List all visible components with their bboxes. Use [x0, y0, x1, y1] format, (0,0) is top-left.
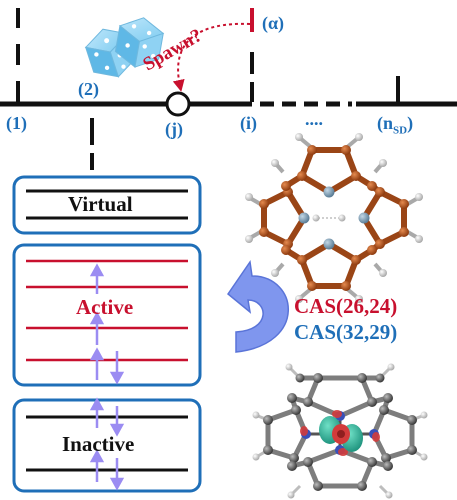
label-nsd-main: (n — [377, 113, 394, 133]
label-determinant-j: (j) — [165, 119, 183, 139]
label-determinant-i: (i) — [240, 113, 257, 133]
active-panel — [12, 243, 202, 387]
determinant-j-node — [165, 91, 191, 117]
label-active: Active — [76, 295, 134, 319]
porphyrin-molecule-top — [245, 133, 423, 303]
curved-arrow-icon — [226, 259, 289, 353]
label-nsd-close: ) — [407, 113, 414, 133]
spawn-arrow — [172, 22, 251, 92]
dice-icon — [84, 17, 165, 78]
label-virtual: Virtual — [68, 192, 133, 216]
label-cas-primary: CAS(26,24) — [294, 294, 398, 318]
label-determinant-nsd: (nSD) — [377, 114, 413, 137]
orbital-lobes — [319, 416, 363, 452]
label-inactive: Inactive — [62, 432, 135, 456]
determinant-ticks — [16, 8, 400, 170]
label-determinant-alpha: (α) — [262, 13, 285, 33]
label-determinant-1: (1) — [6, 113, 27, 133]
label-determinant-2: (2) — [78, 79, 99, 99]
label-cas-secondary: CAS(32,29) — [294, 320, 398, 344]
active-electrons — [89, 263, 125, 385]
label-nsd-subscript: SD — [393, 124, 408, 137]
metalloporphyrin-molecule-bottom — [252, 363, 428, 499]
inactive-panel — [12, 397, 202, 493]
inactive-electrons — [89, 397, 125, 491]
label-ellipsis: .... — [305, 109, 323, 129]
virtual-panel — [12, 175, 202, 235]
